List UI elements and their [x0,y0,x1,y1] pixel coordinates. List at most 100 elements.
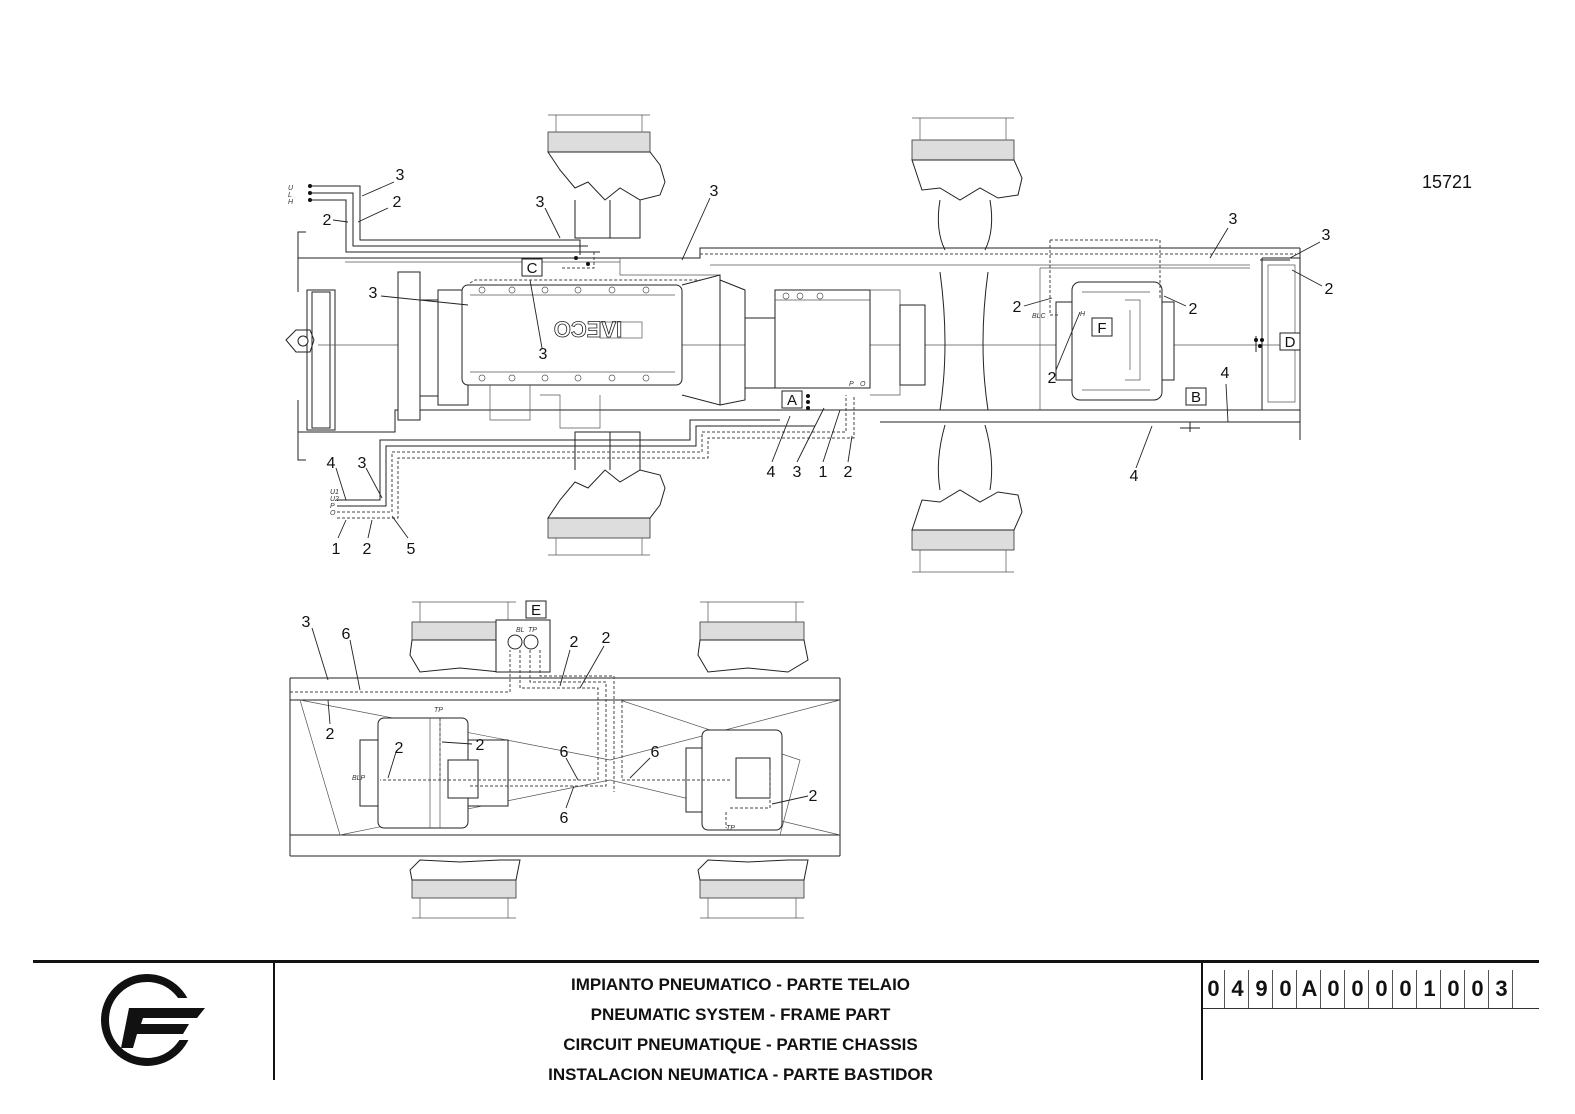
port-label-o: O [330,510,336,517]
box-C: C [521,258,543,277]
doc-digit: 0 [1347,970,1369,1008]
callout-number: 3 [536,194,545,211]
doc-digit: 3 [1491,970,1513,1008]
doc-digit: 0 [1443,970,1465,1008]
engine-brand-text: IVECO [554,317,622,342]
callout-leaders-top [332,181,1323,539]
callout-number: 2 [602,630,611,647]
callout-number: 3 [1229,211,1238,228]
doc-digit: 0 [1467,970,1489,1008]
callout-number: 5 [407,541,416,558]
port-label-u: U [288,185,294,192]
callout-number: 3 [302,614,311,631]
callout-number: 4 [767,464,776,481]
title-line-fr: CIRCUIT PNEUMATIQUE - PARTIE CHASSIS [563,1035,918,1054]
port-label-p: P [330,503,335,510]
box-label-E: E [531,602,541,619]
title-line-en: PNEUMATIC SYSTEM - FRAME PART [590,1005,891,1024]
doc-digit: 0 [1275,970,1297,1008]
callout-number: 3 [369,285,378,302]
callout-number: 3 [710,183,719,200]
callout-number: 2 [393,194,402,211]
top-air-lines [310,185,1296,519]
callout-number: 4 [327,455,336,472]
doc-digit: 0 [1203,970,1225,1008]
box-F: F [1091,317,1113,337]
front-axle [547,114,666,556]
doc-digit: 0 [1323,970,1345,1008]
port-label-o2: O [860,381,866,388]
box-A: A [781,390,803,409]
callout-number: 1 [819,464,828,481]
doc-digit: 9 [1251,970,1273,1008]
company-logo [101,974,213,1066]
doc-digit: 0 [1395,970,1417,1008]
callout-number: 4 [1130,468,1139,485]
callout-number: 2 [844,464,853,481]
callout-number: 3 [793,464,802,481]
box-E: E [525,600,547,619]
port-label-p2: P [849,381,854,388]
callout-number: 2 [476,737,485,754]
callouts: 3 2 2 3 3 3 3 3 3 2 2 2 2 2 4 4 3 1 2 4 … [302,167,1334,827]
callout-number: 3 [539,346,548,363]
callout-number: 2 [1325,281,1334,298]
callout-number: 4 [1221,365,1230,382]
title-line-es: INSTALACION NEUMATICA - PARTE BASTIDOR [548,1065,933,1084]
callout-number: 3 [396,167,405,184]
callout-number: 6 [342,626,351,643]
callout-number: 3 [1322,227,1331,244]
port-label-tp: TP [528,627,537,634]
callout-number: 2 [570,634,579,651]
doc-digit: A [1299,970,1321,1008]
port-label-h: H [288,199,294,206]
figure-number: 15721 [1422,172,1472,192]
bogie-differentials [359,717,783,831]
callout-number: 6 [560,744,569,761]
box-B: B [1185,387,1207,406]
top-chassis-view: IVECO U L H [285,114,1323,573]
title-lines: IMPIANTO PNEUMATICO - PARTE TELAIO PNEUM… [278,970,1203,1090]
rear-differential [1055,281,1175,401]
callout-number: 2 [326,726,335,743]
callout-number: 2 [395,740,404,757]
port-label-u2: U2 [330,496,339,503]
port-label-blc: BLC [1032,313,1047,320]
callout-number: 2 [1189,301,1198,318]
bottom-bogie-view: BL TP TP BLP TP E [289,600,841,919]
title-block-divider-left [273,962,275,1080]
callout-leaders-bottom [311,627,809,809]
front-bumper [285,231,345,461]
doc-digit: 0 [1371,970,1393,1008]
callout-number: 6 [560,810,569,827]
engine: IVECO [397,271,926,429]
port-label-tp3: TP [726,825,735,832]
callout-number: 3 [358,455,367,472]
bogie-wheels [409,601,809,919]
title-line-it: IMPIANTO PNEUMATICO - PARTE TELAIO [570,975,911,994]
title-block: IMPIANTO PNEUMATICO - PARTE TELAIO PNEUM… [33,960,1539,1084]
doc-digit: 4 [1227,970,1249,1008]
callout-number: 2 [1048,370,1057,387]
box-label-D: D [1285,334,1296,351]
port-label-l: L [288,192,292,199]
box-D: D [1279,332,1301,351]
connector-dots [308,184,1264,410]
box-label-A: A [787,392,797,409]
rear-axle [911,117,1023,573]
callout-number: 1 [332,541,341,558]
port-label-tp2: TP [434,707,443,714]
callout-number: 2 [809,788,818,805]
document-number: 0 4 9 0 A 0 0 0 0 1 0 0 3 [1203,970,1539,1009]
box-label-B: B [1191,389,1201,406]
callout-number: 2 [323,212,332,229]
callout-number: 2 [1013,299,1022,316]
port-label-h2: H [1080,311,1086,318]
title-block-divider-right [1201,962,1203,1080]
port-label-u1: U1 [330,489,339,496]
title-block-border [33,960,1539,963]
bogie-air-lines [290,619,771,828]
port-label-blp: BLP [352,775,366,782]
port-label-bl: BL [516,627,525,634]
